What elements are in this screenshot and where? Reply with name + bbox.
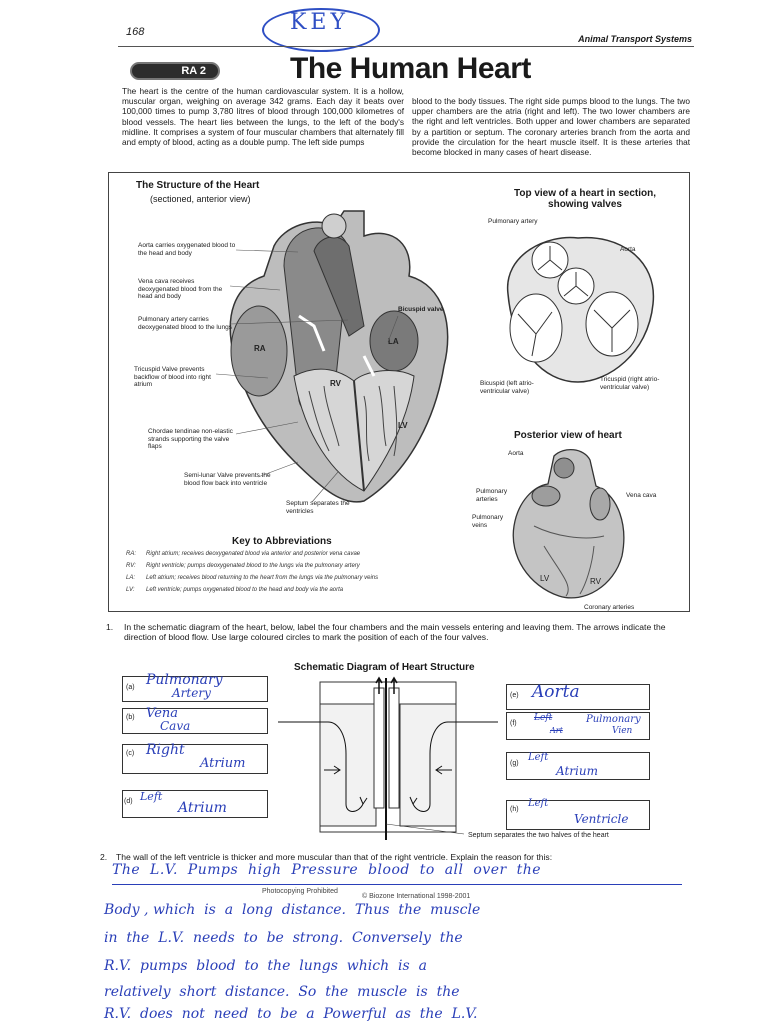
posterior-view-title: Posterior view of heart bbox=[514, 430, 622, 441]
q1-number: 1. bbox=[106, 622, 113, 632]
q2-answer-line-4: R.V. pumps blood to the lungs which is a bbox=[104, 958, 744, 974]
photocopy-notice: Photocopying Prohibited bbox=[262, 888, 338, 895]
answer-rule-1 bbox=[112, 884, 682, 885]
header-rule bbox=[118, 46, 694, 47]
abbr-text-rv: Right ventricle; pumps deoxygenated bloo… bbox=[146, 562, 436, 570]
q2-answer-line-5: relatively short distance. So the muscle… bbox=[104, 984, 744, 1000]
box-b[interactable] bbox=[122, 708, 268, 734]
box-f-letter: (f) bbox=[510, 720, 517, 727]
abbr-text-la: Left atrium; receives blood returning to… bbox=[146, 574, 436, 582]
posterior-lv: LV bbox=[540, 575, 549, 583]
box-g-answer-1: Left bbox=[528, 752, 548, 763]
posterior-pulmonary-arteries: Pulmonary arteries bbox=[476, 488, 522, 503]
badge-label: RA 2 bbox=[181, 65, 206, 77]
box-h-answer-2: Ventricle bbox=[574, 812, 628, 826]
q2-answer-line-3: in the L.V. needs to be strong. Converse… bbox=[104, 930, 744, 946]
q2-number: 2. bbox=[100, 852, 107, 862]
top-view-pulmonary-artery: Pulmonary artery bbox=[488, 218, 538, 226]
q2-answer-line-2: Body , which is a long distance. Thus th… bbox=[104, 902, 744, 918]
q2-answer-line-1: The L.V. Pumps high Pressure blood to al… bbox=[112, 862, 682, 878]
posterior-vena-cava: Vena cava bbox=[626, 492, 656, 500]
intro-col-1: The heart is the centre of the human car… bbox=[122, 86, 404, 147]
page-title: The Human Heart bbox=[290, 52, 531, 86]
section-title: Animal Transport Systems bbox=[578, 34, 692, 44]
copyright: © Biozone International 1998-2001 bbox=[362, 893, 470, 900]
box-e-letter: (e) bbox=[510, 692, 519, 699]
box-h-answer-1: Left bbox=[528, 798, 548, 809]
box-a-answer-2: Artery bbox=[172, 686, 211, 700]
box-f-answer-3: Pulmonary bbox=[586, 714, 641, 725]
activity-badge: RA 2 bbox=[130, 62, 220, 80]
abbr-text-ra: Right atrium; receives deoxygenated bloo… bbox=[146, 550, 436, 558]
top-view-tricuspid: Tricuspid (right atrio-ventricular valve… bbox=[600, 376, 676, 391]
top-view-bicuspid: Bicuspid (left atrio-ventricular valve) bbox=[480, 380, 554, 395]
box-g-letter: (g) bbox=[510, 760, 519, 767]
posterior-aorta: Aorta bbox=[508, 450, 524, 458]
posterior-coronary: Coronary arteries bbox=[584, 604, 634, 612]
top-view-title: Top view of a heart in section, showing … bbox=[510, 188, 660, 210]
septum-caption: Septum separates the two halves of the h… bbox=[468, 832, 609, 840]
box-c-answer-1: Right bbox=[146, 742, 185, 758]
box-e-answer-1: Aorta bbox=[532, 682, 580, 702]
q1-text: In the schematic diagram of the heart, b… bbox=[124, 622, 668, 642]
q2-answer-line-6: R.V. does not need to be a Powerful as t… bbox=[104, 1006, 744, 1022]
top-view-aorta: Aorta bbox=[620, 246, 636, 254]
abbr-code-ra: RA: bbox=[126, 550, 136, 558]
box-f-answer-2: Art bbox=[550, 726, 563, 735]
posterior-pulmonary-veins: Pulmonary veins bbox=[472, 514, 518, 529]
q2-text: The wall of the left ventricle is thicke… bbox=[116, 852, 676, 862]
box-g-answer-2: Atrium bbox=[556, 764, 598, 778]
box-a-letter: (a) bbox=[126, 684, 135, 691]
box-d-answer-1: Left bbox=[140, 790, 162, 803]
abbr-title: Key to Abbreviations bbox=[232, 536, 332, 547]
box-h-letter: (h) bbox=[510, 806, 519, 813]
box-f-answer-4: Vien bbox=[612, 726, 632, 736]
box-b-answer-2: Cava bbox=[160, 719, 190, 733]
box-f-answer-1: Left bbox=[534, 713, 552, 723]
abbr-code-la: LA: bbox=[126, 574, 135, 582]
box-b-letter: (b) bbox=[126, 714, 135, 721]
box-d-answer-2: Atrium bbox=[178, 800, 227, 816]
box-c-answer-2: Atrium bbox=[200, 756, 245, 771]
abbr-text-lv: Left ventricle; pumps oxygenated blood t… bbox=[146, 586, 436, 594]
key-annotation: KEY bbox=[290, 10, 349, 35]
intro-col-2: blood to the body tissues. The right sid… bbox=[412, 96, 690, 157]
box-c[interactable] bbox=[122, 744, 268, 774]
abbr-code-rv: RV: bbox=[126, 562, 136, 570]
posterior-view-illustration bbox=[504, 446, 632, 606]
abbr-code-lv: LV: bbox=[126, 586, 135, 594]
schematic-diagram bbox=[268, 674, 508, 844]
top-view-illustration bbox=[488, 224, 668, 388]
schematic-title: Schematic Diagram of Heart Structure bbox=[294, 662, 475, 673]
posterior-rv: RV bbox=[590, 578, 601, 586]
page-number: 168 bbox=[126, 26, 144, 38]
box-d-letter: (d) bbox=[124, 798, 133, 805]
box-c-letter: (c) bbox=[126, 750, 134, 757]
